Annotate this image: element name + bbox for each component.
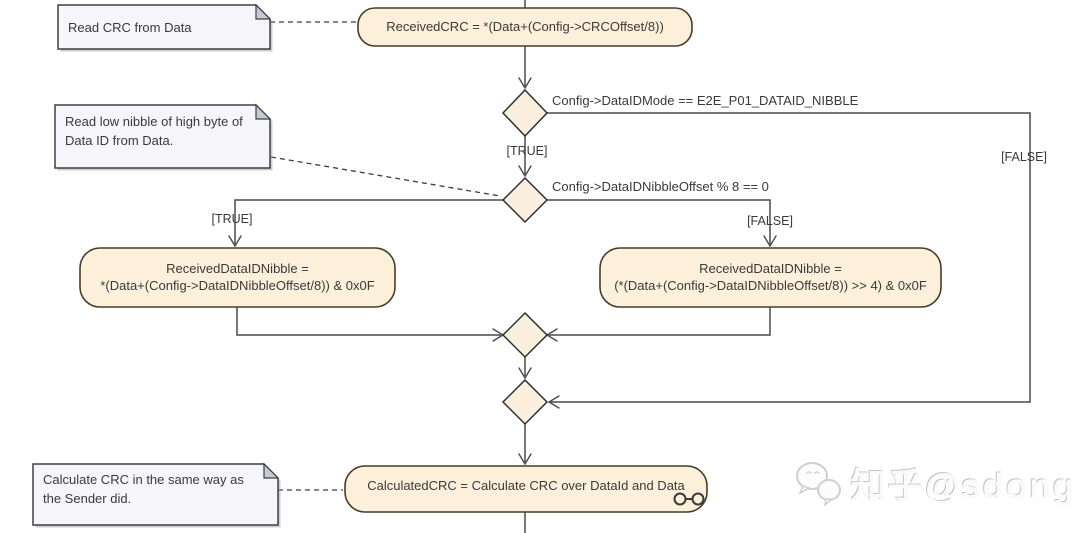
connector-nibble-low-to-merge1 (236, 307, 501, 336)
guard-false-decision1: [FALSE] (1001, 150, 1047, 164)
note-calc-crc-fold-icon (263, 462, 280, 479)
arrowhead-into-decision2 (518, 165, 532, 178)
note-read-nibble-shape (54, 104, 271, 169)
note-read-nibble-fold-icon (255, 103, 272, 120)
action-nibble-high-line2: (*(Data+(Config->DataIDNibbleOffset/8)) … (614, 277, 927, 293)
action-nibble-low-label: ReceivedDataIDNibble = *(Data+(Config->D… (80, 248, 395, 307)
action-nibble-low-shape (79, 247, 396, 308)
merge-node-2-shape (501, 378, 549, 426)
watermark: 知乎@sdong (793, 458, 1076, 509)
guard-true-decision2: [TRUE] (211, 212, 253, 226)
action-received-crc-label: ReceivedCRC = *(Data+(Config->CRCOffset/… (386, 18, 664, 34)
note-calc-crc-shape (32, 463, 279, 526)
arrowhead-into-action-nibble-high (763, 235, 777, 248)
arrowhead-into-action-nibble-low (228, 235, 242, 248)
guard-true-decision1: [TRUE] (506, 144, 548, 158)
guard-false-decision2: [FALSE] (747, 214, 793, 228)
connector-nibble-high-to-merge1 (549, 307, 771, 336)
action-nibble-low-line1: ReceivedDataIDNibble = (166, 260, 309, 276)
note-read-crc-fold-icon (255, 3, 272, 20)
arrowhead-into-decision1 (518, 77, 532, 90)
merge-node-1-shape (501, 311, 549, 359)
decision-nibble-offset-condition: Config->DataIDNibbleOffset % 8 == 0 (552, 179, 769, 194)
action-calculated-crc-label: CalculatedCRC = Calculate CRC over DataI… (367, 477, 685, 493)
connector-decision2-false-branch (547, 199, 771, 244)
watermark-text: 知乎@sdong (851, 467, 1077, 506)
connector-decision1-false-branch (547, 112, 1031, 403)
arrowhead-false-into-merge2 (547, 395, 560, 409)
note-link-read-nibble (270, 156, 501, 197)
action-received-crc-shape (357, 7, 693, 47)
arrowhead-into-action-calc (518, 453, 532, 466)
action-nibble-high-shape (599, 247, 942, 308)
decision-nibble-offset-shape (501, 176, 549, 224)
note-read-crc-text: Read CRC from Data (68, 19, 192, 35)
decision-dataid-mode-condition: Config->DataIDMode == E2E_P01_DATAID_NIB… (552, 93, 859, 108)
note-calc-crc-text: Calculate CRC in the same way as the Sen… (43, 472, 244, 506)
action-calculated-crc-shape (344, 465, 708, 513)
call-behavior-icon (673, 492, 705, 506)
chat-bubbles-icon (796, 461, 841, 507)
arrowhead-into-merge2 (518, 367, 532, 380)
note-read-crc-shape (57, 4, 271, 50)
note-read-nibble-text: Read low nibble of high byte of Data ID … (65, 114, 243, 148)
action-nibble-high-label: ReceivedDataIDNibble = (*(Data+(Config->… (600, 248, 941, 307)
connector-decision2-true-branch (234, 199, 503, 244)
decision-dataid-mode-shape (501, 88, 549, 138)
action-nibble-high-line1: ReceivedDataIDNibble = (699, 260, 842, 276)
action-nibble-low-line2: *(Data+(Config->DataIDNibbleOffset/8)) &… (100, 277, 375, 293)
